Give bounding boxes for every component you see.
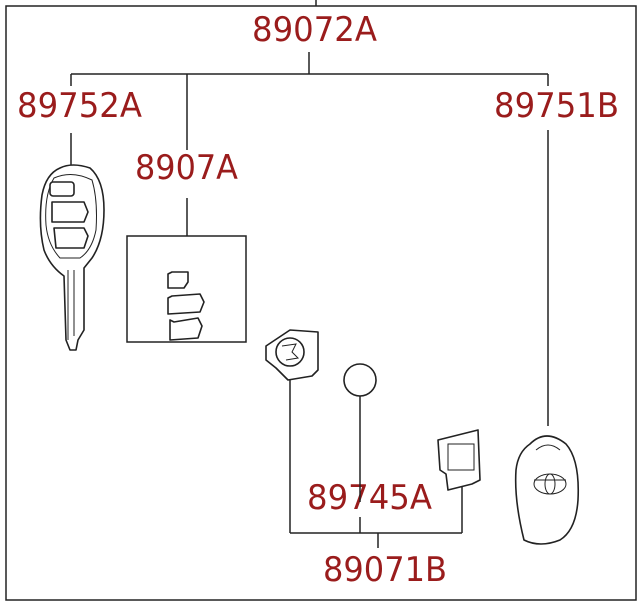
label-89072A: 89072A	[252, 10, 377, 50]
label-89752A: 89752A	[17, 86, 142, 126]
label-89751B: 89751B	[494, 86, 619, 126]
transponder-chip-icon	[437, 429, 481, 491]
label-8907A: 8907A	[135, 148, 238, 188]
label-89745A: 89745A	[307, 478, 432, 518]
label-89071B: 89071B	[323, 550, 447, 590]
transmitter-housing-icon	[265, 329, 319, 381]
key-fob-shell-icon	[514, 435, 580, 545]
diagram-frame	[5, 5, 637, 601]
battery-icon	[343, 363, 377, 397]
remote-key-icon	[39, 164, 105, 351]
button-set-icon	[126, 235, 247, 343]
